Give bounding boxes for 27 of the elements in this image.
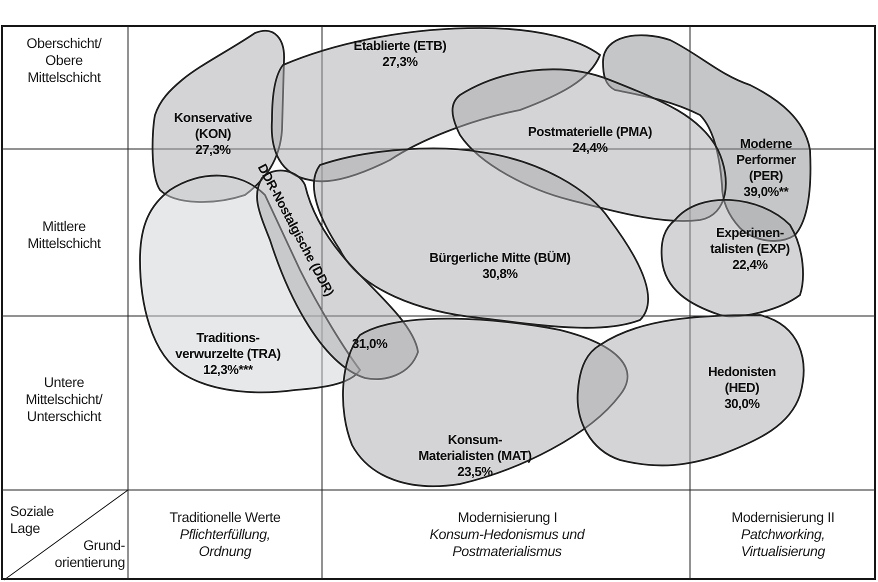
share-percent: 39,0%** [742, 184, 790, 200]
milieu-name: Postmaterielle (PMA) [526, 124, 654, 140]
row-header: Mittlere Mittelschicht [26, 218, 102, 252]
column-header: Traditionelle Werte [168, 509, 282, 526]
row-header: Untere Mittelschicht/ Unterschicht [24, 374, 104, 425]
milieu-name: Etablierte (ETB) [352, 38, 448, 54]
axis-label: Soziale Lage [10, 503, 55, 537]
column-subheader: Pflichterfüllung, Ordnung [178, 526, 272, 560]
milieu-name: Hedonisten (HED) [707, 364, 777, 396]
milieu-name: Konsum- Materialisten (MAT) [417, 432, 533, 464]
column-subheader: Patchworking, Virtualisierung [740, 526, 826, 560]
column-header: Modernisierung II [730, 509, 836, 526]
milieu-name: Bürgerliche Mitte (BÜM) [428, 250, 572, 266]
milieu-name: Konservative (KON) [172, 110, 254, 142]
share-percent: 27,3% [381, 54, 419, 70]
milieu-name: Moderne Performer (PER) [735, 136, 797, 184]
column-header: Modernisierung I [456, 509, 558, 526]
share-percent: 30,0% [723, 396, 761, 412]
share-percent: 30,8% [481, 266, 519, 282]
milieu-name: Traditions- verwurzelte (TRA) [174, 330, 282, 362]
share-percent: 22,4% [731, 257, 769, 273]
milieu-name: Experimen- talisten (EXP) [709, 225, 791, 257]
share-percent: 23,5% [456, 464, 494, 480]
row-header: Oberschicht/ Obere Mittelschicht [26, 35, 103, 86]
share-percent: 12,3%*** [202, 362, 254, 378]
axis-label: Grund- orientierung [54, 537, 125, 571]
column-subheader: Konsum-Hedonismus und Postmaterialismus [428, 526, 586, 560]
